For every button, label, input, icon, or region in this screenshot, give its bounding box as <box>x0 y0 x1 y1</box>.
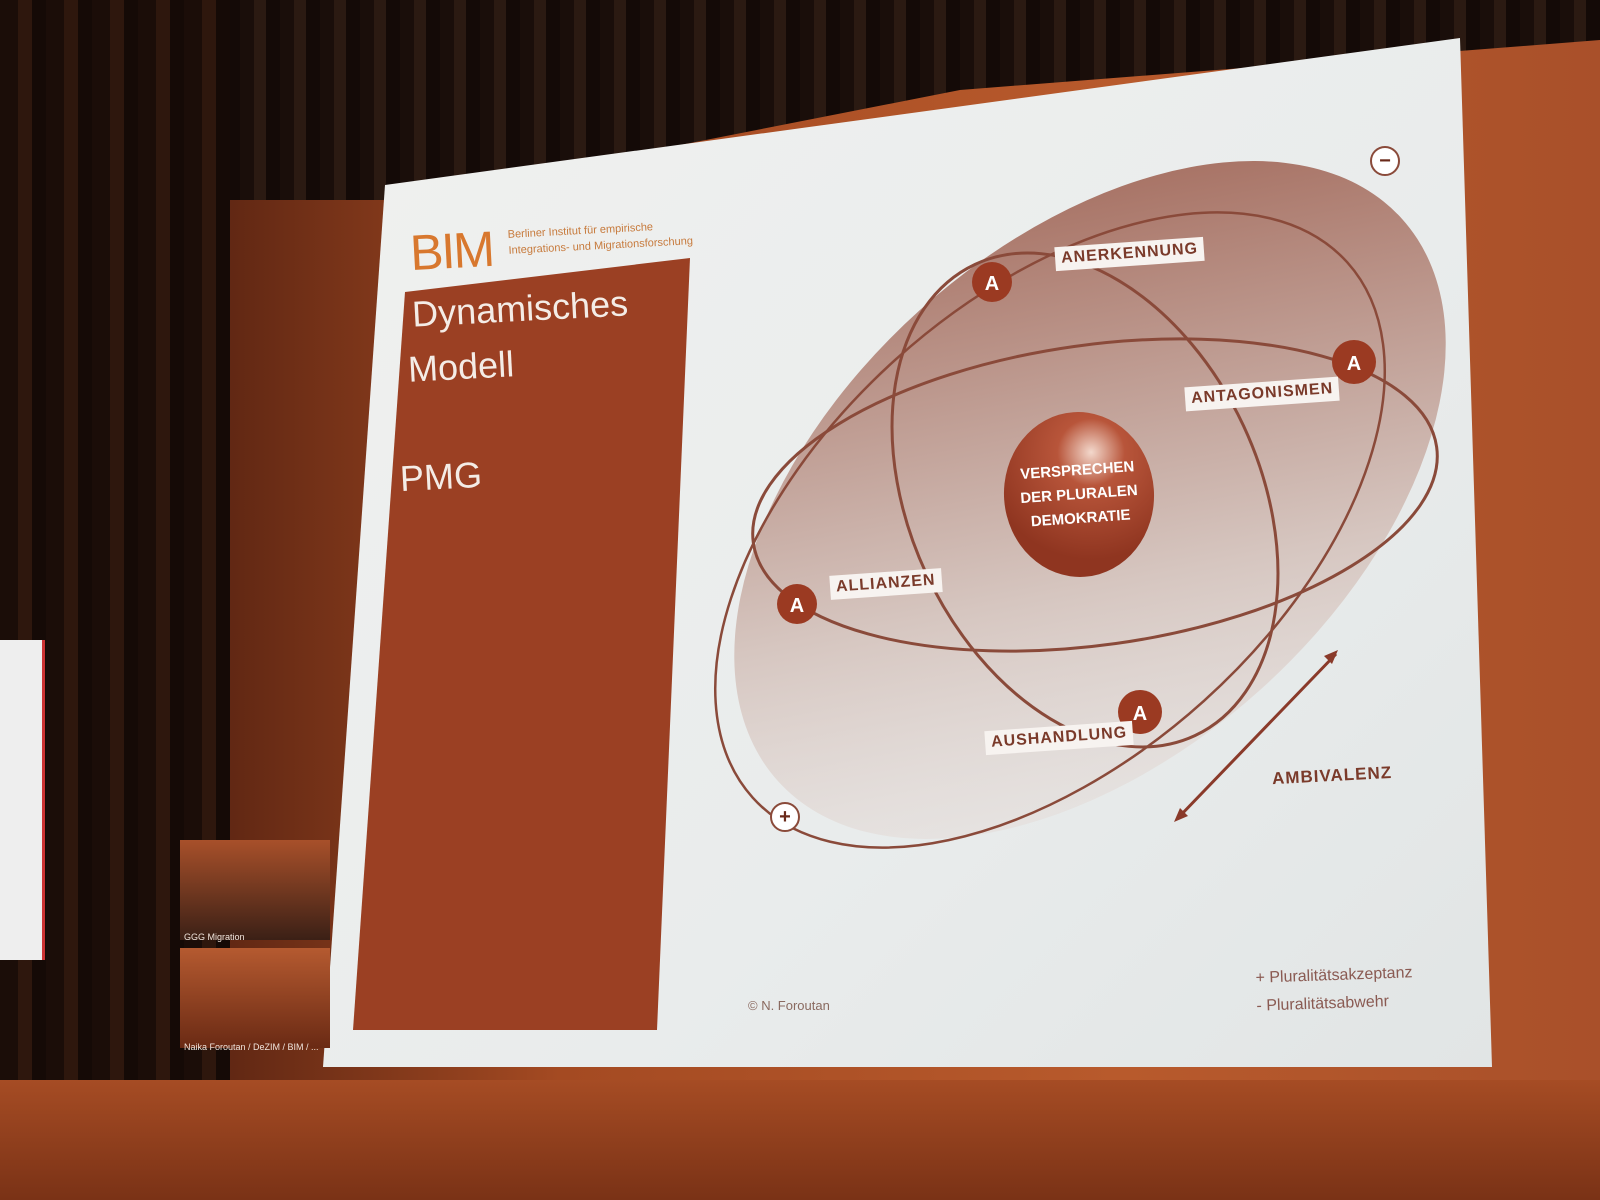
video-call-overlay: GGG Migration Naika Foroutan / DeZIM / B… <box>180 840 330 1060</box>
stage-floor <box>0 1080 1600 1200</box>
video-tile-audience <box>180 840 330 940</box>
node-antagonismen: A <box>1332 340 1376 384</box>
minus-icon: − <box>1370 146 1400 176</box>
credit-text: © N. Foroutan <box>748 998 830 1013</box>
svg-text:A: A <box>1133 703 1147 725</box>
svg-text:A: A <box>985 273 999 295</box>
legend-plus: + Pluralitätsakzeptanz <box>1255 964 1413 987</box>
orbit-outer <box>714 211 1386 849</box>
ambivalence-arrow <box>1176 652 1338 820</box>
node-anerkennung: A <box>972 262 1012 302</box>
svg-text:A: A <box>790 595 804 617</box>
side-banner <box>0 640 45 960</box>
legend: + Pluralitätsakzeptanz - Pluralitätsabwe… <box>1255 959 1414 1020</box>
node-allianzen: A <box>777 584 817 624</box>
svg-text:A: A <box>1347 353 1361 375</box>
legend-minus: - Pluralitätsabwehr <box>1256 993 1390 1015</box>
arrowhead-bottom <box>1174 808 1188 822</box>
video-tile-speaker <box>180 948 330 1048</box>
video-tile-2-label: Naika Foroutan / DeZIM / BIM / ... <box>184 1042 319 1052</box>
plus-icon: + <box>770 802 800 832</box>
video-tile-1-label: GGG Migration <box>184 932 245 942</box>
arrowhead-top <box>1324 650 1338 664</box>
